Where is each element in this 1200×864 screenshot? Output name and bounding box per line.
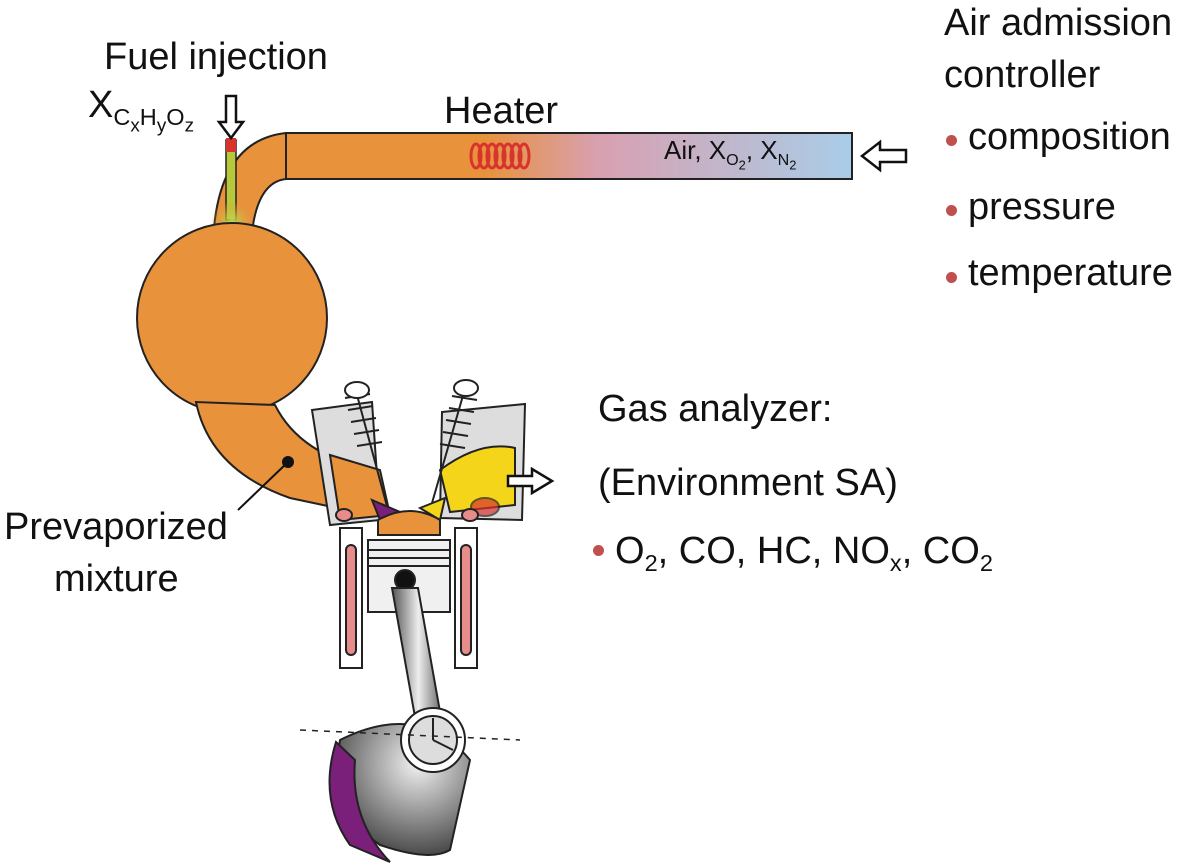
air-controller-title-line1: Air admission	[944, 2, 1173, 44]
bullet-icon	[593, 545, 604, 556]
plenum-sphere	[136, 222, 328, 414]
cylinder-block	[335, 508, 479, 669]
exhaust-valve	[417, 379, 479, 522]
cylinder-head	[310, 400, 527, 527]
heater-coil-icon	[469, 142, 531, 170]
mixture-label-line2: mixture	[54, 558, 179, 600]
air-admission-arrow-icon	[859, 139, 908, 173]
bullet-icon	[946, 272, 957, 283]
exhaust-arrow-icon	[506, 466, 555, 496]
piston	[367, 539, 451, 613]
heater-label: Heater	[444, 90, 559, 132]
combustion-chamber	[377, 510, 441, 536]
air-controller-item-pressure: pressure	[968, 186, 1116, 228]
mixture-leader-line	[237, 461, 289, 511]
intake-valve	[344, 381, 403, 522]
mixture-label-line1: Prevaporized	[4, 506, 228, 548]
fuel-injection-label: Fuel injection	[104, 36, 328, 78]
air-controller-item-composition: composition	[968, 116, 1171, 158]
air-controller-item-temperature: temperature	[968, 252, 1173, 294]
gas-analyzer-vendor: (Environment SA)	[598, 462, 898, 504]
fuel-formula-label: XCxHyOz	[88, 84, 194, 136]
gas-analyzer-title: Gas analyzer:	[598, 388, 833, 430]
air-composition-label: Air, XO2, XN2	[664, 135, 797, 173]
air-controller-title-line2: controller	[944, 54, 1101, 96]
bullet-icon	[946, 205, 957, 216]
gas-analyzer-species: O2, CO, HC, NOx, CO2	[615, 530, 993, 577]
fuel-injection-arrow-icon	[216, 94, 246, 141]
crankshaft	[299, 707, 521, 863]
bullet-icon	[946, 135, 957, 146]
